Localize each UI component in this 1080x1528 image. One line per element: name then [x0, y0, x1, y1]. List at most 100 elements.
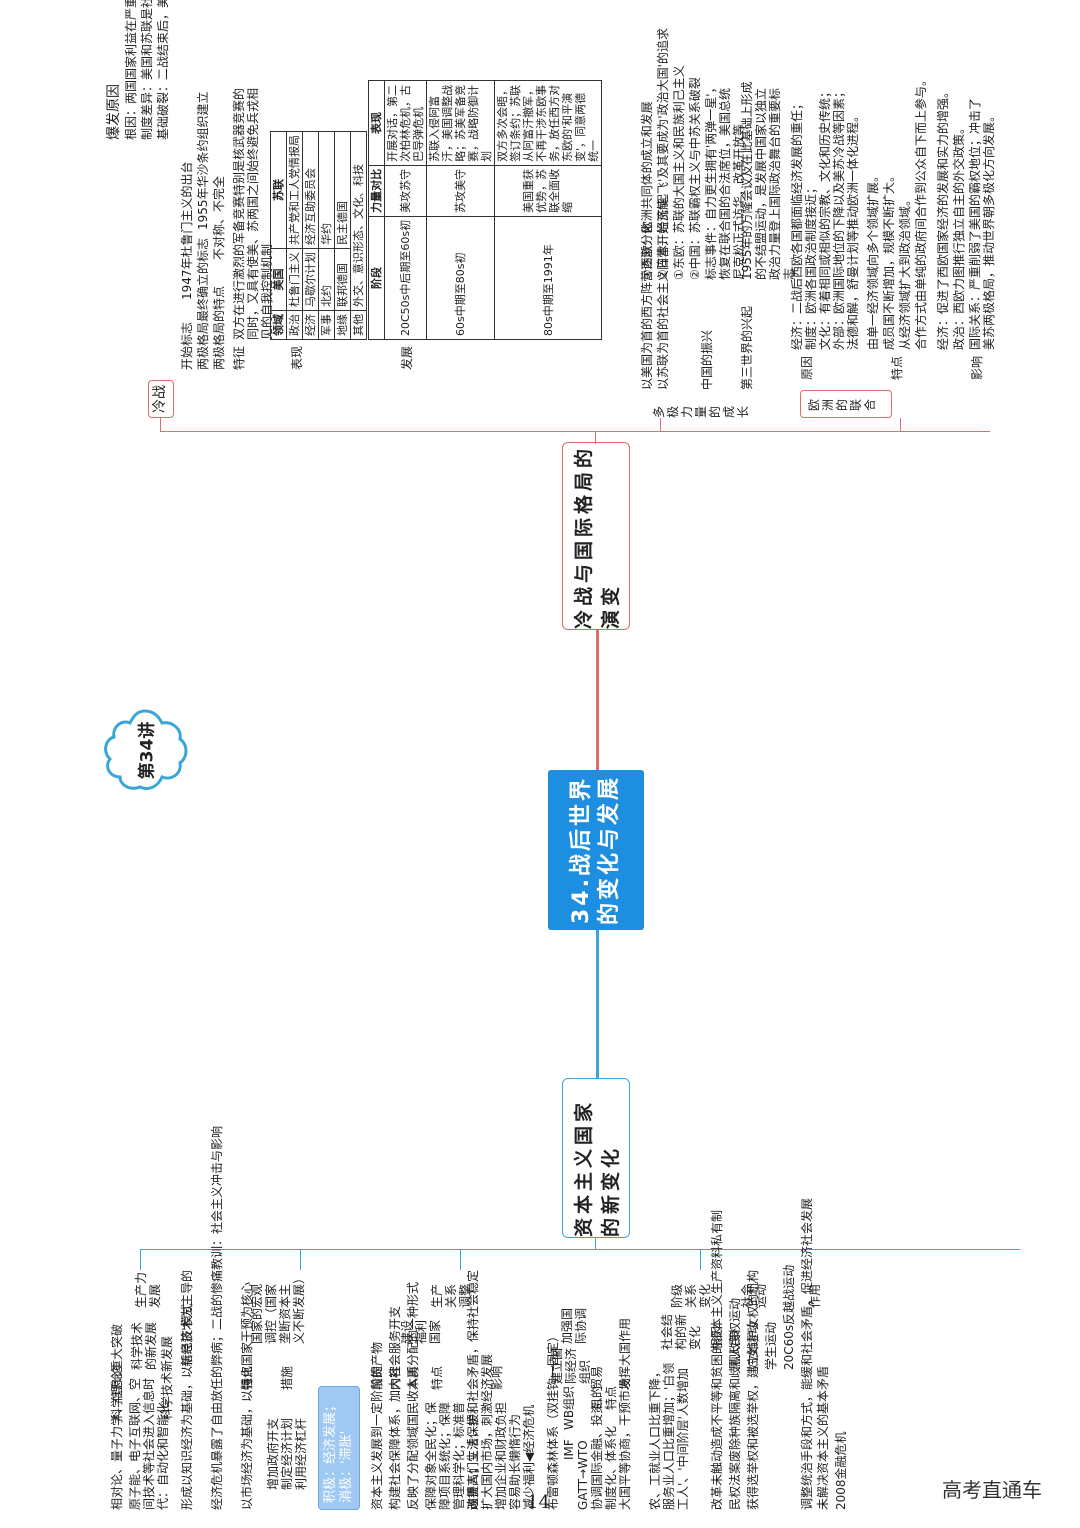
table-header: 美国 [270, 248, 287, 311]
table-cell: 苏攻美守 [426, 165, 495, 217]
productivity-label: 生产力发展 [134, 1271, 162, 1308]
welfare-effect: 改善人们生活，缓和社会矛盾，保持社会稳定 [466, 1269, 480, 1510]
macro-feature: 以市场经济为基础，以强化国家干预为核心 [240, 1281, 254, 1510]
table-cell: 政治 [286, 310, 303, 340]
line [300, 1250, 301, 1270]
movement-effect: 未解决资本主义的基本矛盾 [816, 1365, 830, 1510]
table-cell: 民主德国 [334, 131, 351, 249]
feature-value: 不对称、不完全 [212, 175, 226, 260]
macro-measure: 增加政府开支 [266, 1417, 280, 1490]
europe-impact-item: 政治：西欧力图推行独立自主的外交政策。 [952, 121, 966, 350]
multipolar-item: ②日本：经济'起飞'及其要成为'政治大国'的追求 [656, 28, 670, 280]
org-gatt: GATT→WTO [576, 1440, 590, 1510]
model-label: '新经济'模式 [180, 1303, 194, 1370]
class-structure: 农、工就业人口比重下降，服务业人口比重增加；'白领工人'、'中间阶层'人数增加 [648, 1362, 690, 1510]
lecture-badge: 第34讲 [100, 705, 190, 795]
line [660, 418, 661, 432]
development-table: 阶段 力量对比 表现 20C50s中后期至60s初美攻苏守开展对话，第二次柏林危… [368, 80, 602, 340]
table-cell: 20C50s中后期至60s初 [384, 216, 427, 340]
performance-label: 表现 [290, 345, 304, 370]
start-label: 开始标志 [180, 321, 194, 370]
welfare-essence-label: 本质 [406, 1365, 420, 1390]
europe-feature-label: 特点 [890, 355, 904, 380]
table-header-row: 阶段 力量对比 表现 [368, 80, 385, 340]
line [595, 432, 596, 444]
outbreak-item: 制度差异：美国和苏联是社会制度完全不同的超级大国 [140, 0, 154, 140]
movement-effect: 调整统治手段和方式，能缓和社会矛盾，促进经济社会发展 [800, 1197, 814, 1510]
org-bretton: 布雷顿森林体系（双挂钩一固定） [546, 1329, 560, 1510]
outbreak-item: 根因：两国国家利益在严重冲突，意识形态尖锐对立 [124, 0, 138, 140]
start-value: 1947年杜鲁门主义的出台 [180, 161, 194, 300]
table-row: 60s中期至80s初苏攻美守苏联入侵阿富汗，美国调整战略；苏美军备竞赛，战略防御… [426, 80, 495, 340]
theory-label: 科学理论重大突破 [110, 1323, 124, 1420]
branch-capitalism: 资本主义国家的新变化 [562, 1078, 630, 1238]
big-power-label: 发挥大国作用 [618, 1317, 632, 1390]
table-cell: 开展对话，第二次柏林危机，古巴导弹危机 [384, 80, 427, 166]
multipolar-item: ②中国：苏联霸权主义与中苏关系破裂 [688, 77, 702, 280]
topic-europe-label: 欧洲的联合 [807, 398, 877, 411]
connector-blue [596, 930, 599, 1080]
outbreak-label: 爆发原因 [106, 84, 122, 140]
branch-cold-war: 冷战与国际格局的演变 [562, 442, 630, 630]
multipolar-china: 中国的振兴 [700, 329, 714, 390]
movements-roots-label: 根因 [710, 1325, 724, 1350]
table-cell: 双方多次会晤，签订条约；苏联从阿富汗撤军，不再干涉东欧事务，放任西方对东欧的'和… [494, 80, 602, 166]
table-cell: 外交、意识形态、文化、科技 [350, 131, 367, 311]
multipolar-third: 第三世界的兴起 [740, 305, 754, 390]
table-header: 苏联 [270, 131, 287, 249]
europe-reason-item: 文化：有着相同或相似的宗教、文化和历史传统； [818, 85, 832, 350]
table-header: 阶段 [368, 216, 385, 340]
watermark: 高考直通车 [942, 1478, 1042, 1502]
org-aim-label: 目的 [590, 1385, 604, 1410]
table-cell: 60s中期至80s初 [426, 216, 495, 340]
europe-reason-item: 制度：欧洲各国政治制度接近； [804, 181, 818, 350]
line [140, 1250, 141, 1270]
welfare-features-label: 特点 [430, 1365, 444, 1390]
table-header: 力量对比 [368, 165, 385, 217]
macro-background: 经济危机暴露了自由放任的弊病；二战的惨痛教训：社会主义冲击与影响 [210, 1125, 224, 1510]
multipolar-item: ①东欧：苏联的大国主义和民族利己主义 [672, 65, 686, 280]
welfare-premise-label: 前提 [370, 1365, 384, 1390]
table-row: 地缘联邦德国民主德国 [334, 131, 351, 340]
final-value: 1955年华沙条约组织建立 [196, 91, 210, 230]
tech-label: 科学技术的新发展 [130, 1321, 158, 1370]
europe-feature-item: 从经济领域扩大到政治领域。 [898, 193, 912, 350]
outbreak-item: 基础破裂：二战结束后，美苏战时同盟基础不复存在 [156, 0, 170, 140]
org-market: 大国平等协商，干预市场 [618, 1377, 632, 1510]
newtech-label: 科学技术新发展 [160, 1335, 174, 1420]
class-structure-label: 社会结构的新变化 [660, 1313, 702, 1350]
table-header: 表现 [368, 80, 385, 166]
movement-effect-label: 作用 [808, 1283, 822, 1308]
development-label: 发展 [400, 345, 414, 370]
line [460, 1250, 461, 1270]
welfare-effect: 增加企业和财政负担 [494, 1401, 508, 1510]
table-header: 领域 [270, 310, 287, 340]
movements-roots: 改革未触动造成不平等和贫困的资本主义生产资料私有制 [710, 1209, 724, 1510]
org-item: WB [562, 1409, 576, 1430]
europe-impact-item: 国际关系：严重削弱了美国的霸权地位；冲击了美苏两极格局，推动世界朝多极化方向发展… [968, 97, 996, 350]
table-cell: 马歇尔计划 [302, 248, 319, 311]
topic-cold-war-label: 冷战 [152, 385, 168, 413]
multipolar-item: 1955年的万隆会议及在此基础上形成的不结盟运动，是发展中国家以独立政治力量登上… [740, 81, 796, 280]
line [160, 431, 990, 432]
table-cell: 地缘 [334, 310, 351, 340]
topic-europe: 欧洲的联合 [800, 390, 892, 418]
table-cell: 共产党和工人党情报局 [286, 131, 303, 249]
table-cell: 美国重获优势，苏联全面收缩 [494, 165, 602, 217]
table-cell: 杜鲁门主义 [286, 248, 303, 311]
branch-capitalism-label: 资本主义国家的新变化 [573, 1098, 622, 1237]
macro-measure: 制定经济计划 [280, 1417, 294, 1490]
page-number: 14 [527, 1492, 550, 1513]
connector-red [596, 620, 599, 770]
multipolar-label: 多极力量的成长 [652, 405, 750, 418]
welfare-effect: 容易助长懒惰行为 [508, 1413, 522, 1510]
cloud-icon [104, 709, 188, 791]
character-label: 特征 [232, 345, 246, 370]
europe-reason-item: 经济：二战后西欧各国都面临经济发展的重任； [790, 97, 804, 350]
table-header-row: 领域 美国 苏联 [270, 131, 287, 340]
macro-measure-label: 措施 [280, 1365, 294, 1390]
europe-reason-item: 外部：欧洲国际地位的下降以及美苏冷战等因素； [832, 85, 846, 350]
table-cell: 其他 [350, 310, 367, 340]
table-row: 军事北约华约 [318, 131, 335, 340]
europe-feature-item: 成员国不断增加，规模不断扩大。 [882, 169, 896, 350]
